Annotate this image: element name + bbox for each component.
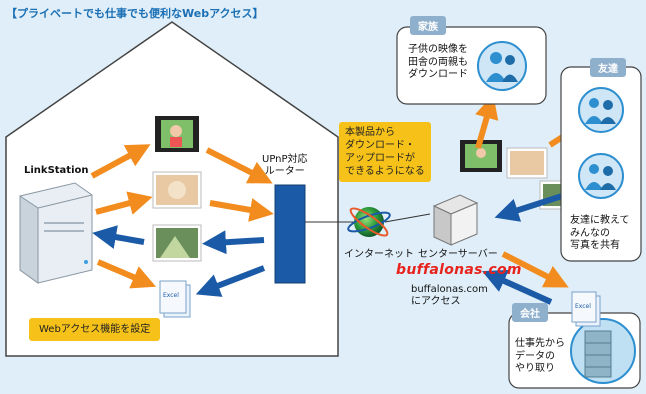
friends-desc: 友達に教えて みんなの 写真を共有 — [570, 215, 630, 251]
film-strip-left — [155, 116, 199, 152]
photo-landscape — [152, 224, 202, 262]
arrow-film-to-router — [205, 147, 273, 184]
excel-label-right: Excel — [575, 303, 591, 310]
friends-badge: 友達 — [590, 58, 626, 77]
excel-docs-right — [571, 291, 601, 327]
center-server-cube — [432, 194, 479, 246]
office-badge: 会社 — [512, 303, 548, 322]
arrow-friends-to-server — [494, 193, 563, 222]
family-people-icon — [477, 41, 527, 91]
note-updown: 本製品から ダウンロード・ アップロードが できるようになる — [339, 122, 431, 182]
family-desc: 子供の映像を 田舎の両親も ダウンロード — [408, 44, 468, 80]
excel-label-left: Excel — [163, 292, 179, 299]
router-box — [274, 184, 306, 284]
linkstation-device — [19, 182, 93, 284]
internet-label: インターネット — [344, 249, 414, 260]
arrow-ls-to-excel — [96, 259, 157, 289]
office-building-icon — [570, 318, 636, 384]
photo-food — [152, 171, 202, 209]
server-label: センターサーバー — [418, 249, 498, 260]
photo-food-right — [506, 147, 548, 179]
arrow-server-to-family — [475, 94, 499, 149]
arrow-router-to-land — [202, 230, 265, 255]
arrow-land-to-ls — [92, 225, 145, 249]
excel-docs-left — [159, 280, 191, 318]
page-title: 【プライベートでも仕事でも便利なWebアクセス】 — [6, 7, 264, 20]
arrow-ls-to-film — [90, 144, 151, 179]
note-web-setting: Webアクセス機能を設定 — [29, 318, 161, 341]
router-label: UPnP対応 ルーター — [262, 154, 308, 177]
arrow-food-to-router — [209, 198, 274, 222]
brand-label: buffalonas.com — [396, 262, 522, 278]
friends-people-icon-bottom — [578, 153, 624, 199]
arrow-server-to-office — [501, 251, 569, 288]
friends-people-icon-top — [578, 87, 624, 133]
linkstation-label: LinkStation — [24, 165, 89, 176]
office-desc: 仕事先から データの やり取り — [515, 338, 565, 374]
arrow-office-to-server — [482, 269, 553, 305]
link-globe-server — [384, 213, 431, 223]
internet-globe — [347, 207, 391, 237]
family-badge: 家族 — [410, 16, 446, 35]
access-label: buffalonas.com にアクセス — [411, 284, 488, 307]
arrow-ls-to-food — [95, 191, 153, 215]
arrow-router-to-excel — [195, 265, 266, 297]
